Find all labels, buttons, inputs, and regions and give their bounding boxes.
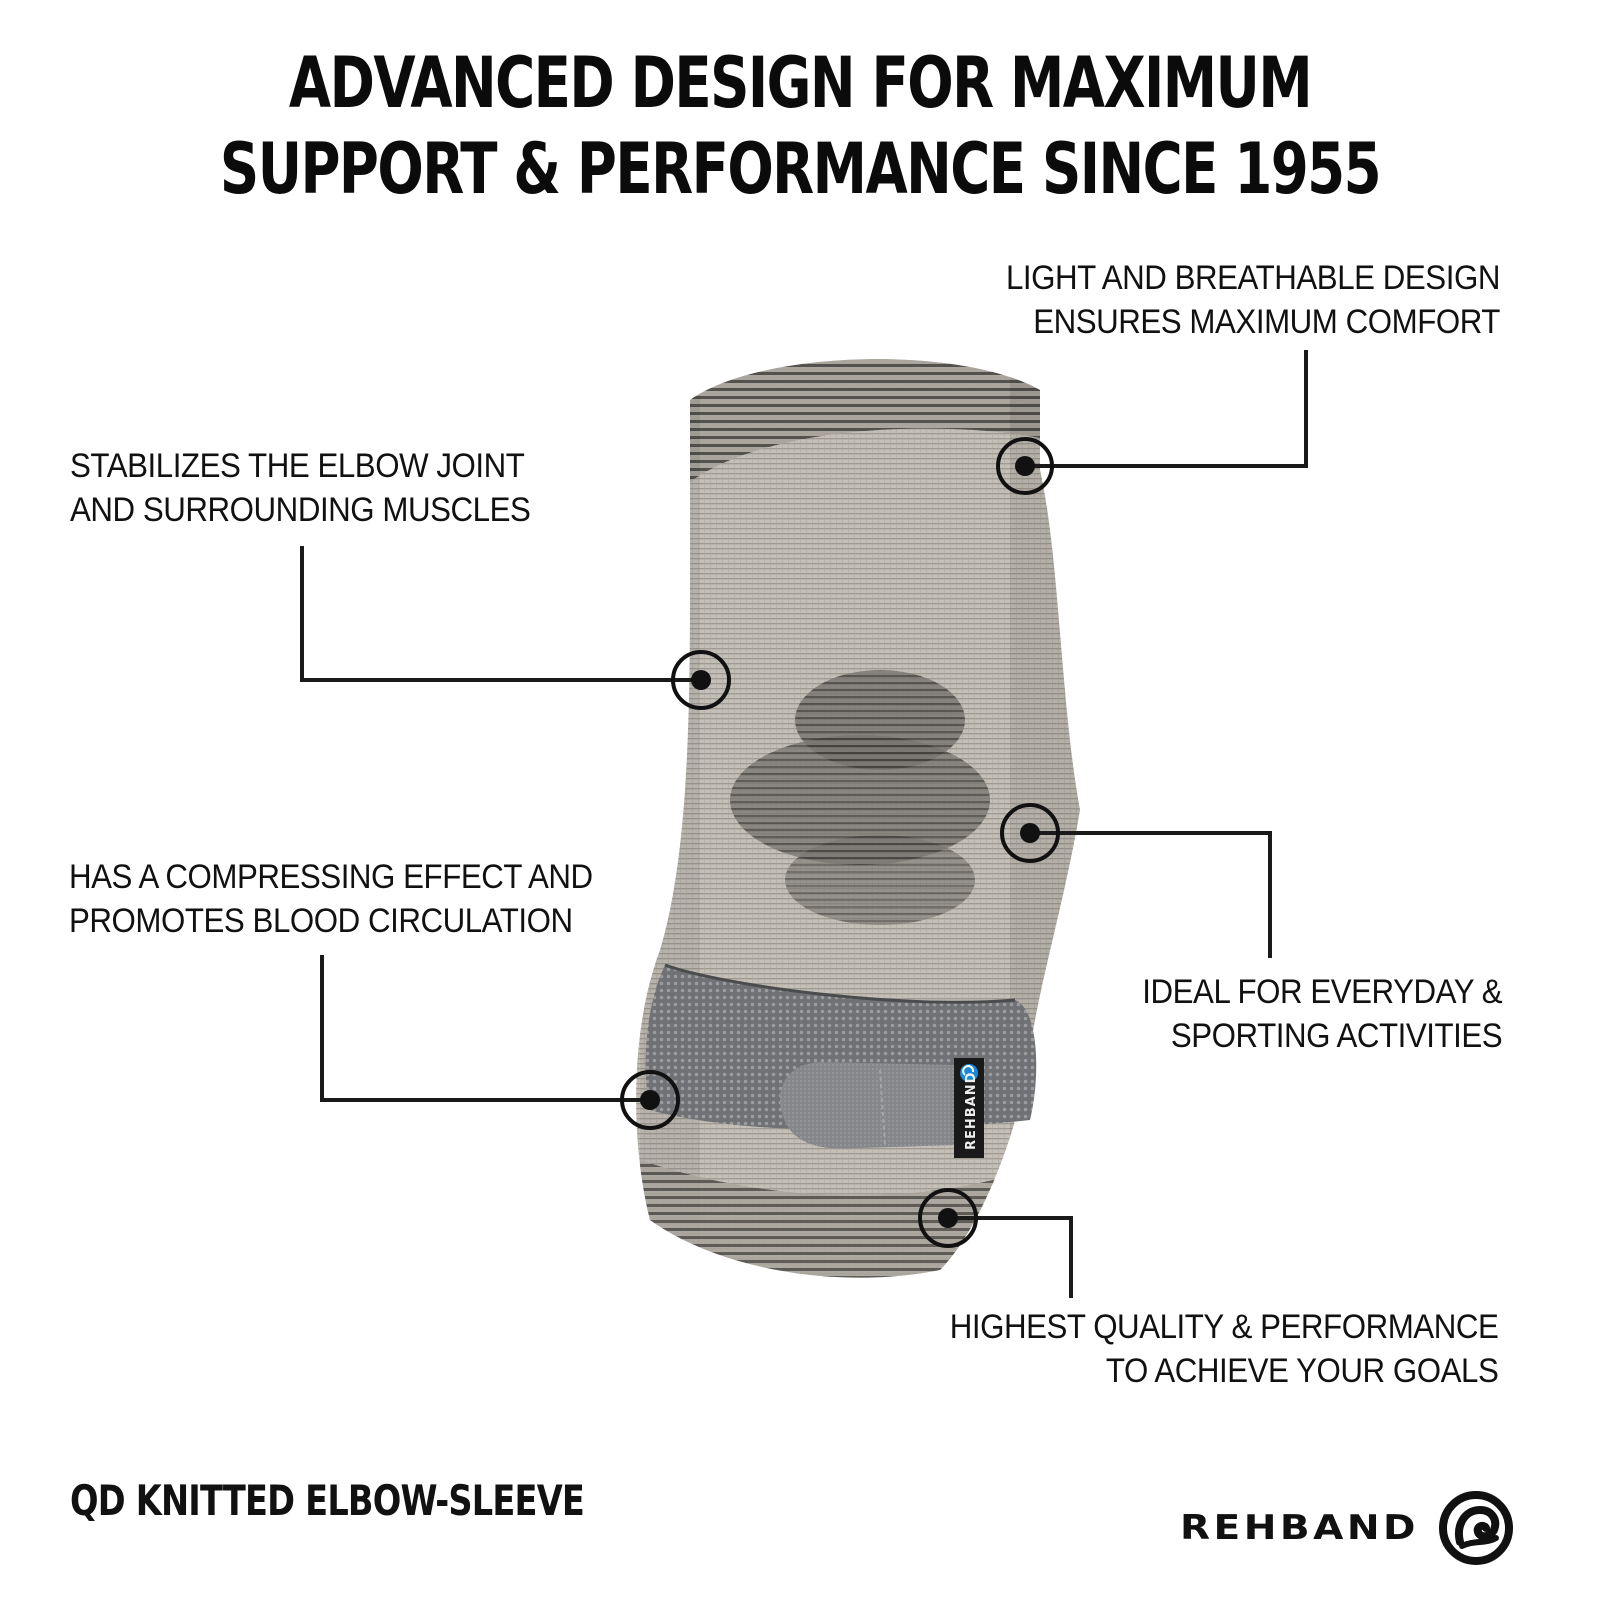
headline-line-2: SUPPORT & PERFORMANCE SINCE 1955 [219, 128, 1382, 210]
feature-breathable: LIGHT AND BREATHABLE DESIGN ENSURES MAXI… [1006, 256, 1500, 344]
brand-wordmark: REHBAND [1180, 1508, 1419, 1548]
feature-everyday: IDEAL FOR EVERYDAY & SPORTING ACTIVITIES [1142, 970, 1502, 1058]
rehband-logo-icon [1438, 1491, 1513, 1565]
feature-breathable-line-2: ENSURES MAXIMUM COMFORT [1033, 303, 1500, 341]
callout-marker-breathable [996, 437, 1054, 495]
feature-quality-line-1: HIGHEST QUALITY & PERFORMANCE [949, 1308, 1498, 1346]
feature-stabilizes-line-1: STABILIZES THE ELBOW JOINT [70, 447, 525, 485]
brand-logo: REHBAND [1180, 1490, 1514, 1566]
strap-brand-text: REHBAND [964, 1072, 979, 1150]
feature-everyday-line-2: SPORTING ACTIVITIES [1170, 1017, 1503, 1055]
feature-stabilizes: STABILIZES THE ELBOW JOINT AND SURROUNDI… [70, 444, 531, 532]
feature-stabilizes-line-2: AND SURROUNDING MUSCLES [70, 491, 531, 529]
callout-lines [300, 350, 1308, 1298]
feature-quality: HIGHEST QUALITY & PERFORMANCE TO ACHIEVE… [949, 1305, 1498, 1393]
feature-compressing-line-1: HAS A COMPRESSING EFFECT AND [69, 858, 593, 896]
callout-marker-quality [918, 1188, 978, 1248]
callout-marker-compressing [620, 1070, 680, 1130]
headline-line-1: ADVANCED DESIGN FOR MAXIMUM [288, 42, 1313, 124]
strap-tab [780, 1062, 955, 1149]
feature-compressing-line-2: PROMOTES BLOOD CIRCULATION [69, 902, 573, 940]
callout-markers [620, 437, 1060, 1248]
callout-marker-stabilizes [671, 650, 731, 710]
elbow-sleeve: REHBAND [636, 359, 1080, 1278]
feature-quality-line-2: TO ACHIEVE YOUR GOALS [1105, 1352, 1499, 1390]
feature-breathable-line-1: LIGHT AND BREATHABLE DESIGN [1006, 259, 1500, 297]
feature-compressing: HAS A COMPRESSING EFFECT AND PROMOTES BL… [69, 855, 593, 943]
feature-everyday-line-1: IDEAL FOR EVERYDAY & [1142, 973, 1502, 1011]
callout-marker-everyday [1000, 803, 1060, 863]
product-name: QD KNITTED ELBOW-SLEEVE [70, 1476, 585, 1525]
